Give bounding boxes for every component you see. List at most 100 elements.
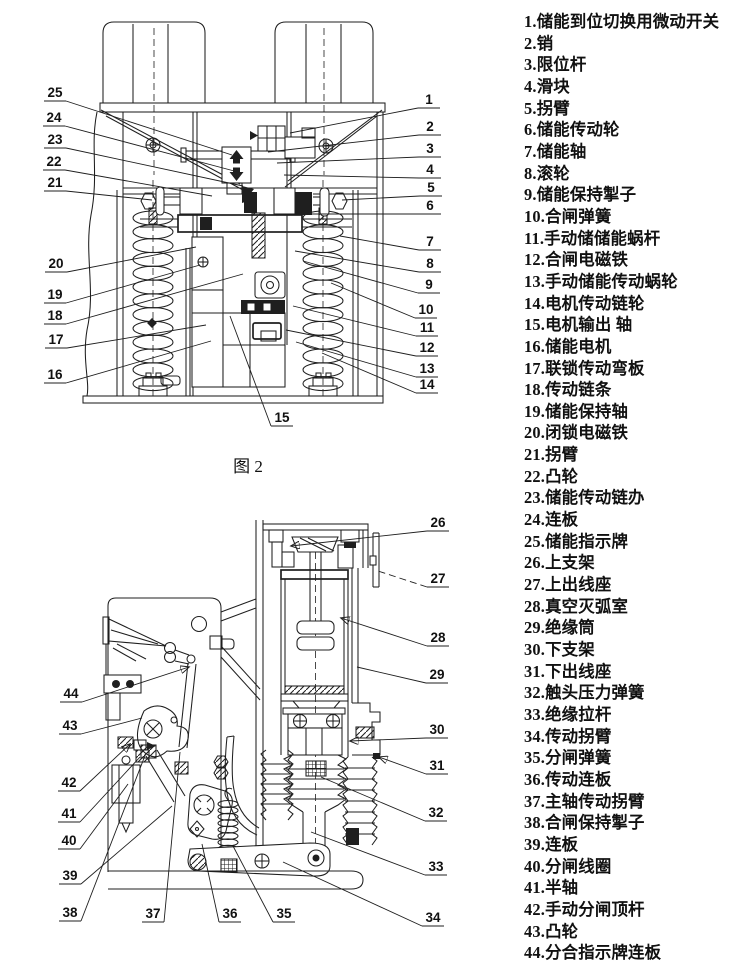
parts-list-item: 10.合闸弹簧 <box>524 206 612 226</box>
parts-list-item: 39.连板 <box>524 834 579 854</box>
parts-list-item: 25.储能指示牌 <box>524 531 629 551</box>
parts-list-item: 35.分闸弹簧 <box>524 748 612 768</box>
upper-terminal <box>369 532 380 588</box>
micro-switch <box>250 125 316 159</box>
parts-list-item: 40.分闸线圈 <box>524 856 612 876</box>
callout-number: 12 <box>419 340 434 355</box>
parts-list-item: 19.储能保持轴 <box>524 401 629 421</box>
callout-number: 19 <box>47 287 62 302</box>
callout-number: 30 <box>429 722 444 737</box>
parts-list-item: 28.真空灭弧室 <box>524 596 629 616</box>
top-plate <box>99 102 386 113</box>
parts-list-item: 7.储能轴 <box>524 141 587 161</box>
callout-number: 39 <box>62 868 77 883</box>
spring-foot-right <box>308 372 338 397</box>
parts-list-item: 34.传动拐臂 <box>524 726 612 746</box>
parts-list-item: 15.电机输出 轴 <box>524 315 633 335</box>
callout-number: 24 <box>46 110 62 125</box>
callout-number: 28 <box>430 630 446 645</box>
callout-number: 32 <box>428 805 443 820</box>
main-shaft-crank <box>187 784 233 840</box>
callout-number: 13 <box>419 361 435 376</box>
mounting-plate <box>107 597 261 872</box>
callout-number: 41 <box>61 806 77 821</box>
figure2-mechanism-drawing: 2524232221201918171612345678910111213141… <box>43 21 442 427</box>
callout-number: 18 <box>47 308 63 323</box>
parts-list-item: 38.合闸保持掣子 <box>524 813 645 833</box>
callout-number: 11 <box>420 320 435 335</box>
parts-list-item: 4.滑块 <box>524 76 570 96</box>
callout-number: 36 <box>222 906 238 921</box>
parts-list-item: 30.下支架 <box>524 640 595 660</box>
parts-list-item: 20.闭锁电磁铁 <box>524 423 629 443</box>
closing-spring-right <box>302 210 344 392</box>
callout-number: 33 <box>428 859 444 874</box>
callout-number: 20 <box>48 256 63 271</box>
base-rail <box>108 870 364 890</box>
parts-list-item: 3.限位杆 <box>524 55 587 75</box>
parts-list-item: 26.上支架 <box>524 553 595 573</box>
parts-list-item: 36.传动连板 <box>524 769 612 789</box>
callout-number: 43 <box>62 718 78 733</box>
frame-bolt-left <box>145 137 161 153</box>
callout-number: 17 <box>48 332 63 347</box>
parts-list-item: 44.分合指示牌连板 <box>524 943 662 963</box>
parts-list-item: 42.手动分闸顶杆 <box>524 899 645 919</box>
callout-number: 25 <box>47 85 63 100</box>
parts-list-item: 27.上出线座 <box>524 575 612 595</box>
parts-list-item: 18.传动链条 <box>524 380 612 400</box>
callout-number: 35 <box>276 906 292 921</box>
parts-list-item: 16.储能电机 <box>524 336 612 356</box>
parts-list-item: 31.下出线座 <box>524 661 612 681</box>
callout-number: 23 <box>47 132 63 147</box>
parts-list-item: 41.半轴 <box>524 878 579 898</box>
lower-terminal <box>352 702 381 759</box>
contact-pressure-spring <box>305 760 327 777</box>
callout-number: 8 <box>426 256 434 271</box>
energy-indicator-block <box>221 146 252 184</box>
callout-number: 21 <box>47 175 63 190</box>
bellows <box>260 749 378 846</box>
parts-list-item: 22.凸轮 <box>524 466 579 486</box>
vacuum-interrupter <box>280 552 349 868</box>
callout-number: 44 <box>63 686 79 701</box>
callout-number: 2 <box>426 119 434 134</box>
callout-number: 14 <box>419 377 435 392</box>
pull-rod <box>302 812 326 848</box>
top-cylinders <box>102 21 374 175</box>
callout-number: 7 <box>426 234 434 249</box>
parts-list-item: 21.拐臂 <box>524 445 579 465</box>
callout-number: 15 <box>274 410 290 425</box>
diagonal-arm <box>140 744 189 803</box>
up-arrow-icon <box>229 150 244 164</box>
parts-list-item: 1.储能到位切换用微动开关 <box>524 12 720 31</box>
callout-number: 29 <box>429 667 444 682</box>
parts-list-item: 6.储能传动轮 <box>524 120 620 140</box>
upper-bracket <box>262 523 369 569</box>
indicator-linkage <box>102 616 197 749</box>
bent-link <box>213 735 260 836</box>
parts-list-item: 29.绝缘筒 <box>524 618 595 638</box>
mechanism-diagrams: 2524232221201918171612345678910111213141… <box>43 21 449 927</box>
base-plate <box>82 395 384 404</box>
bottom-lever <box>187 828 359 877</box>
figure2-callouts: 2524232221201918171612345678910111213141… <box>43 85 442 427</box>
parts-list-item: 12.合闸电磁铁 <box>524 250 629 270</box>
callout-number: 27 <box>430 571 445 586</box>
callout-number: 10 <box>418 302 433 317</box>
parts-list-item: 9.储能保持掣子 <box>524 185 637 205</box>
lower-bracket <box>287 713 343 756</box>
left-arrow-icon <box>250 131 258 140</box>
callout-number: 16 <box>47 367 63 382</box>
callout-number: 37 <box>145 906 160 921</box>
callout-number: 9 <box>425 277 433 292</box>
figure2-caption: 图 2 <box>233 457 263 476</box>
parts-list-item: 14.电机传动链轮 <box>524 293 645 313</box>
callout-number: 1 <box>425 92 433 107</box>
parts-list-item: 24.连板 <box>524 510 579 530</box>
callout-number: 34 <box>425 910 441 925</box>
